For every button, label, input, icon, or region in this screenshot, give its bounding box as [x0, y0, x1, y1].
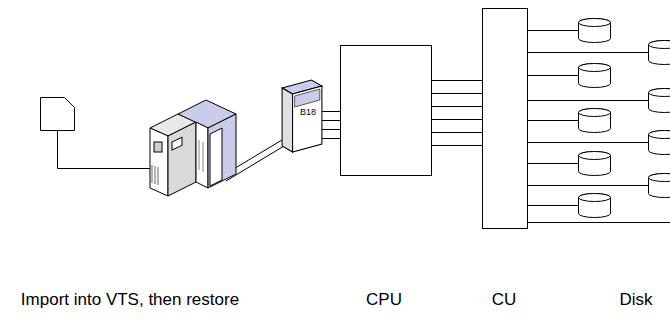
column-caption: Import into VTS, then restore	[21, 291, 239, 310]
disk-cylinder	[579, 194, 611, 218]
column-caption: CPU	[366, 291, 402, 310]
disk-cylinder	[579, 64, 611, 88]
disk-cylinder	[649, 41, 670, 65]
disk-cylinder	[649, 174, 670, 198]
disk-top	[579, 152, 611, 160]
disk-cylinder	[649, 89, 670, 113]
disk-top	[649, 41, 670, 49]
disk-top	[579, 194, 611, 202]
disk-cylinder	[649, 131, 670, 155]
storage-cabinet: B18	[280, 78, 324, 154]
disk-top	[649, 174, 670, 182]
disk-top	[649, 131, 670, 139]
disk-cylinder	[579, 152, 611, 176]
disk-cylinder	[579, 19, 611, 43]
tape-cartridge	[41, 98, 75, 131]
disk-top	[579, 19, 611, 27]
disk-top	[579, 64, 611, 72]
column-caption: Disk	[619, 291, 652, 310]
cpu-box	[341, 46, 432, 176]
disk-stack	[579, 19, 670, 218]
cabinet-label: B18	[292, 108, 324, 117]
disk-cylinder	[579, 109, 611, 133]
cu-box	[483, 9, 528, 229]
disk-top	[579, 109, 611, 117]
disk-top	[649, 89, 670, 97]
column-caption: CU	[492, 291, 517, 310]
tape-wire	[58, 131, 153, 169]
channel-wires	[432, 81, 483, 146]
vts-machine	[150, 100, 236, 196]
